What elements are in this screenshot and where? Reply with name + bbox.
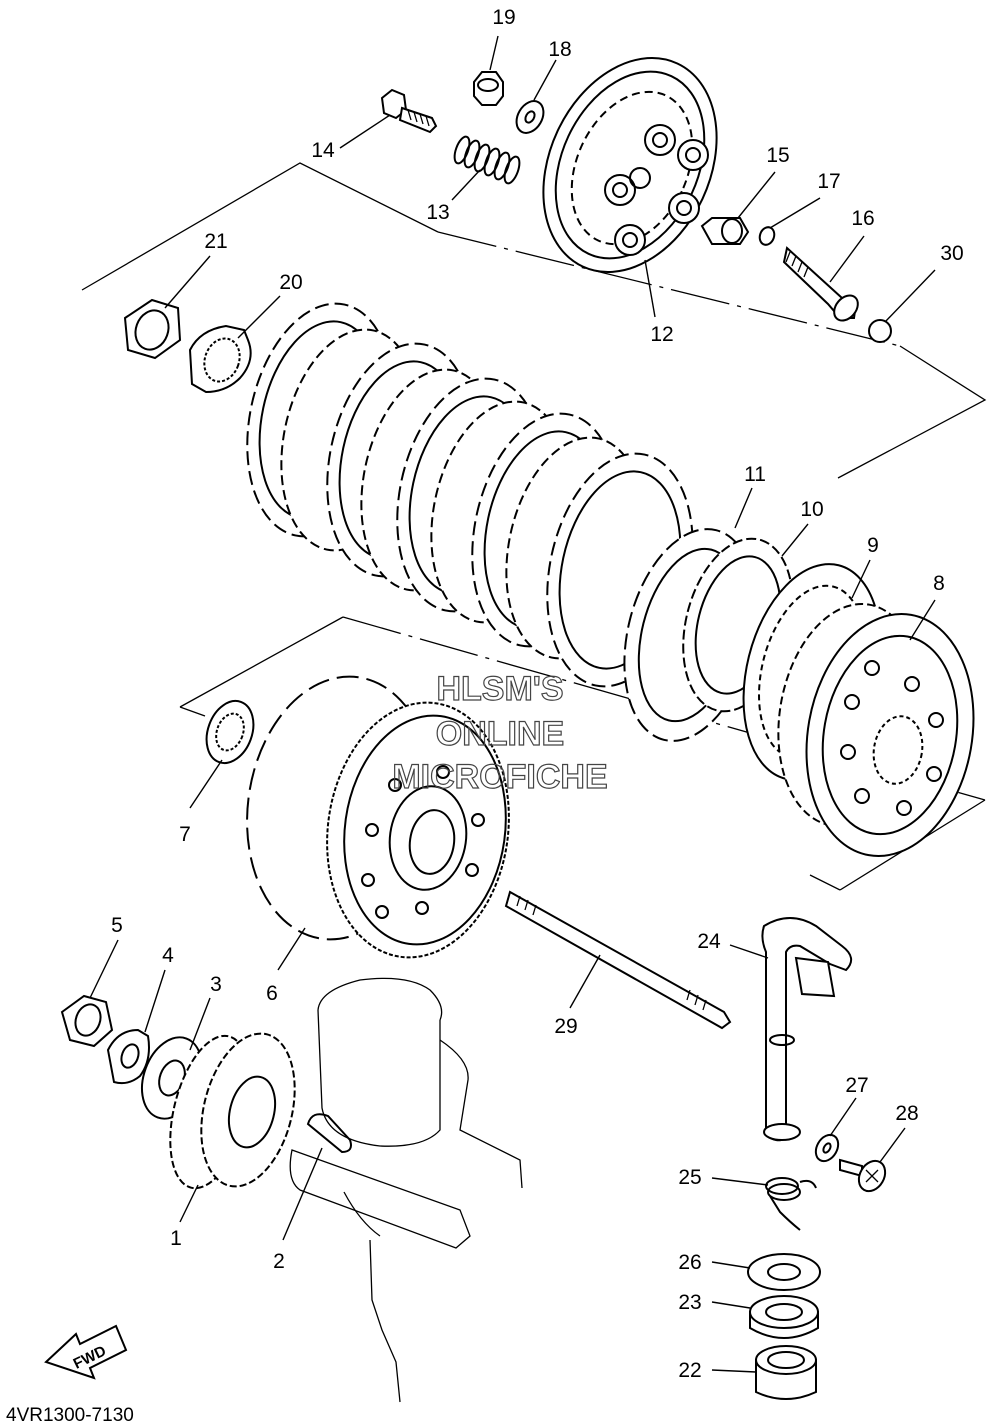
callout-4: 4 bbox=[162, 944, 174, 967]
callout-14: 14 bbox=[311, 139, 335, 162]
part-17-o-ring bbox=[758, 226, 776, 246]
callout-8: 8 bbox=[933, 572, 945, 595]
assembly-bracket-upper bbox=[81, 162, 987, 479]
callout-20: 20 bbox=[279, 271, 302, 294]
clutch-plate-stack bbox=[246, 302, 694, 688]
callout-13: 13 bbox=[426, 201, 449, 224]
part-12-pressure-plate bbox=[542, 57, 718, 273]
crankshaft-reference-outline bbox=[289, 977, 523, 1403]
part-18-washer bbox=[515, 100, 545, 134]
callout-26: 26 bbox=[678, 1251, 701, 1274]
part-22-bearing bbox=[755, 1345, 817, 1400]
callout-22: 22 bbox=[678, 1359, 701, 1382]
callout-19: 19 bbox=[492, 6, 515, 29]
part-4-lock-washer bbox=[106, 1028, 150, 1085]
callout-25: 25 bbox=[678, 1166, 701, 1189]
part-30-ball bbox=[868, 319, 892, 343]
callout-27: 27 bbox=[845, 1074, 868, 1097]
part-19-nut bbox=[473, 71, 504, 106]
part-28-screw bbox=[839, 1158, 887, 1193]
callout-15: 15 bbox=[766, 144, 789, 167]
callout-10: 10 bbox=[800, 498, 823, 521]
callout-17: 17 bbox=[817, 170, 840, 193]
forward-direction-arrow: FWD bbox=[44, 1324, 128, 1380]
callout-7: 7 bbox=[179, 823, 191, 846]
watermark-line-3: MICROFICHE bbox=[392, 758, 607, 796]
part-27-washer bbox=[814, 1133, 840, 1163]
part-16-push-rod bbox=[782, 246, 859, 322]
part-23-oil-seal bbox=[749, 1295, 819, 1339]
callout-1: 1 bbox=[170, 1227, 182, 1250]
part-2-key bbox=[306, 1113, 352, 1154]
callout-2: 2 bbox=[273, 1250, 285, 1273]
callout-21: 21 bbox=[204, 230, 227, 253]
part-25-spring bbox=[765, 1177, 817, 1231]
part-15-push-nut bbox=[700, 217, 750, 245]
leader-lines bbox=[89, 35, 936, 1373]
part-21-nut bbox=[123, 298, 182, 360]
part-1-primary-drive-gear bbox=[169, 1032, 296, 1190]
part-8-clutch-boss bbox=[777, 603, 975, 857]
callout-29: 29 bbox=[554, 1015, 577, 1038]
callout-12: 12 bbox=[650, 323, 673, 346]
watermark-line-2: ONLINE bbox=[436, 715, 564, 753]
part-24-lever-shaft bbox=[761, 917, 853, 1142]
watermark-line-1: HLSM'S bbox=[436, 670, 563, 708]
part-14-bolt bbox=[380, 88, 438, 134]
callout-6: 6 bbox=[266, 982, 278, 1005]
part-20-lock-washer bbox=[188, 324, 252, 394]
callout-28: 28 bbox=[895, 1102, 918, 1125]
diagram-code: 4VR1300-7130 bbox=[6, 1405, 134, 1426]
part-26-washer bbox=[747, 1253, 821, 1291]
callout-23: 23 bbox=[678, 1291, 701, 1314]
part-5-nut bbox=[60, 994, 114, 1048]
part-29-shaft bbox=[504, 890, 732, 1030]
callout-5: 5 bbox=[111, 914, 123, 937]
callout-11: 11 bbox=[744, 463, 766, 486]
part-7-lock-washer bbox=[205, 700, 255, 764]
part-6-clutch-housing bbox=[246, 675, 510, 959]
part-13-spring bbox=[453, 135, 521, 185]
callout-24: 24 bbox=[697, 930, 721, 953]
callout-labels: 1 2 3 4 5 6 7 8 9 10 11 12 13 14 15 16 1… bbox=[111, 6, 964, 1382]
callout-3: 3 bbox=[210, 973, 222, 996]
watermark: HLSM'S ONLINE MICROFICHE bbox=[392, 669, 609, 796]
callout-16: 16 bbox=[851, 207, 874, 230]
callout-30: 30 bbox=[940, 242, 963, 265]
callout-18: 18 bbox=[548, 38, 571, 61]
callout-9: 9 bbox=[867, 534, 879, 557]
